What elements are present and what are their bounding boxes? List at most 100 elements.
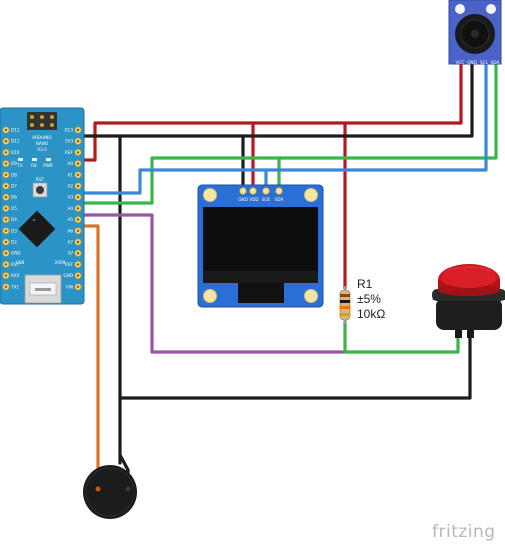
oled-screen — [203, 207, 318, 271]
nano-pin-hole — [4, 263, 8, 266]
nano-pin-hole — [4, 173, 8, 176]
rst-label: RST — [36, 177, 45, 182]
oled-mount-hole — [203, 289, 217, 303]
wire-green-button — [343, 320, 460, 354]
wire-black-button — [118, 333, 472, 400]
nano-pin-hole — [4, 274, 8, 277]
piezo-buzzer — [83, 465, 137, 519]
nano-pin-hole — [4, 207, 8, 210]
nano-pin-label-left: D9 — [11, 161, 17, 166]
nano-pin-hole — [4, 229, 8, 232]
nano-pin-label-right: A2 — [67, 184, 73, 189]
nano-pin-hole — [76, 184, 80, 188]
led-label-pwr: PWR — [43, 163, 53, 168]
nano-pin-label-left: D11 — [11, 139, 20, 144]
nano-pin-hole — [76, 128, 80, 132]
sound-sensor-module: VCC GND SCL SDA — [448, 0, 502, 65]
nano-pin-label-left: D2 — [11, 240, 17, 245]
nano-pin-label-left: D5 — [11, 206, 17, 211]
nano-pin-hole — [76, 151, 80, 154]
nano-pin-hole — [76, 140, 80, 143]
nano-title-line1: ARDUINO — [32, 135, 52, 140]
wire-black-gnd — [81, 60, 474, 138]
nano-title-line2: NANO — [36, 141, 49, 146]
nano-pin-hole — [4, 196, 8, 199]
nano-pin-label-right: A5 — [67, 217, 73, 222]
nano-pin-hole — [4, 240, 8, 244]
resistor-r1: R1 ±5% 10kΩ — [339, 277, 385, 324]
wire-blue-sda — [81, 60, 488, 195]
nano-pin-label-left: D7 — [11, 184, 17, 189]
nano-pin-hole — [76, 162, 80, 165]
nano-pin-hole — [76, 218, 80, 221]
microcontroller-chip — [18, 210, 56, 248]
nano-pin-hole — [76, 240, 80, 244]
nano-pin-hole — [4, 218, 8, 221]
oled-pin-sck: SCK — [262, 197, 271, 202]
nano-pin-label-left: D6 — [11, 195, 17, 200]
nano-pin-label-left: TX1 — [10, 284, 19, 289]
nano-pin-hole — [4, 285, 8, 288]
nano-pin-label-right: RST — [65, 262, 74, 267]
nano-pin-label-left: D10 — [11, 150, 20, 155]
oled-mount-hole — [203, 188, 217, 202]
sensor-pin-gnd: GND — [467, 60, 477, 65]
led-label-tx: TX — [16, 163, 23, 168]
nano-pin-hole — [76, 285, 80, 288]
nano-pin-hole — [76, 173, 80, 176]
nano-pin-hole — [76, 196, 80, 199]
nano-pin-label-left: D12 — [11, 128, 20, 133]
oled-ribbon — [238, 283, 284, 303]
nano-pin-hole — [4, 128, 8, 132]
nano-pin-hole — [76, 252, 80, 255]
nano-pin-label-left: RST — [11, 262, 20, 267]
oled-mount-hole — [304, 188, 318, 202]
oled-mount-hole — [304, 289, 318, 303]
oled-pin-vdd: VDD — [249, 197, 258, 202]
nano-pin-label-right: VIN — [66, 284, 73, 289]
nano-pin-label-left: D4 — [11, 217, 17, 222]
nano-pin-hole — [76, 207, 80, 210]
nano-pin-hole — [76, 263, 80, 266]
year-label: 2009 — [55, 260, 66, 265]
nano-pin-hole — [76, 229, 80, 232]
wire-green-scl — [81, 60, 498, 205]
wire-red-power — [81, 60, 463, 162]
oled-pin-gnd: GND — [238, 197, 248, 202]
nano-pin-label-right: 3V3 — [65, 139, 74, 144]
nano-title-line3: V3.0 — [37, 147, 47, 152]
oled-pin-sda: SDA — [275, 197, 284, 202]
nano-pin-label-left: D8 — [11, 172, 17, 177]
nano-pin-label-right: A3 — [67, 195, 73, 200]
nano-pin-label-right: 5V — [67, 251, 73, 256]
resistor-name: R1 — [357, 277, 373, 291]
sensor-pin-sda: SDA — [491, 60, 500, 65]
fritzing-logo: fritzing — [432, 522, 496, 542]
usb-label: USB — [16, 260, 25, 265]
nano-pin-hole — [4, 162, 8, 165]
nano-pin-label-right: A4 — [67, 206, 73, 211]
tx-led — [18, 158, 23, 161]
wire-purple-button — [81, 213, 347, 354]
nano-pin-label-right: GND — [63, 273, 73, 278]
sensor-pin-vcc: VCC — [456, 60, 465, 65]
oled-display: GND VDD SCK SDA — [197, 184, 324, 308]
nano-pin-label-right: A0 — [67, 161, 73, 166]
nano-pin-hole — [76, 274, 80, 277]
nano-pin-label-right: A6 — [67, 228, 73, 233]
nano-pin-hole — [4, 140, 8, 143]
resistor-tolerance: ±5% — [357, 292, 381, 306]
led-label-rx: RX — [31, 163, 37, 168]
nano-pin-hole — [4, 151, 8, 154]
pwr-led — [46, 158, 51, 161]
nano-pin-hole — [4, 252, 8, 255]
nano-pin-label-right: A1 — [67, 172, 73, 177]
resistor-value: 10kΩ — [357, 307, 385, 321]
nano-pin-label-left: RX0 — [11, 273, 20, 278]
rx-led — [32, 158, 37, 161]
sensor-pin-scl: SCL — [480, 60, 489, 65]
